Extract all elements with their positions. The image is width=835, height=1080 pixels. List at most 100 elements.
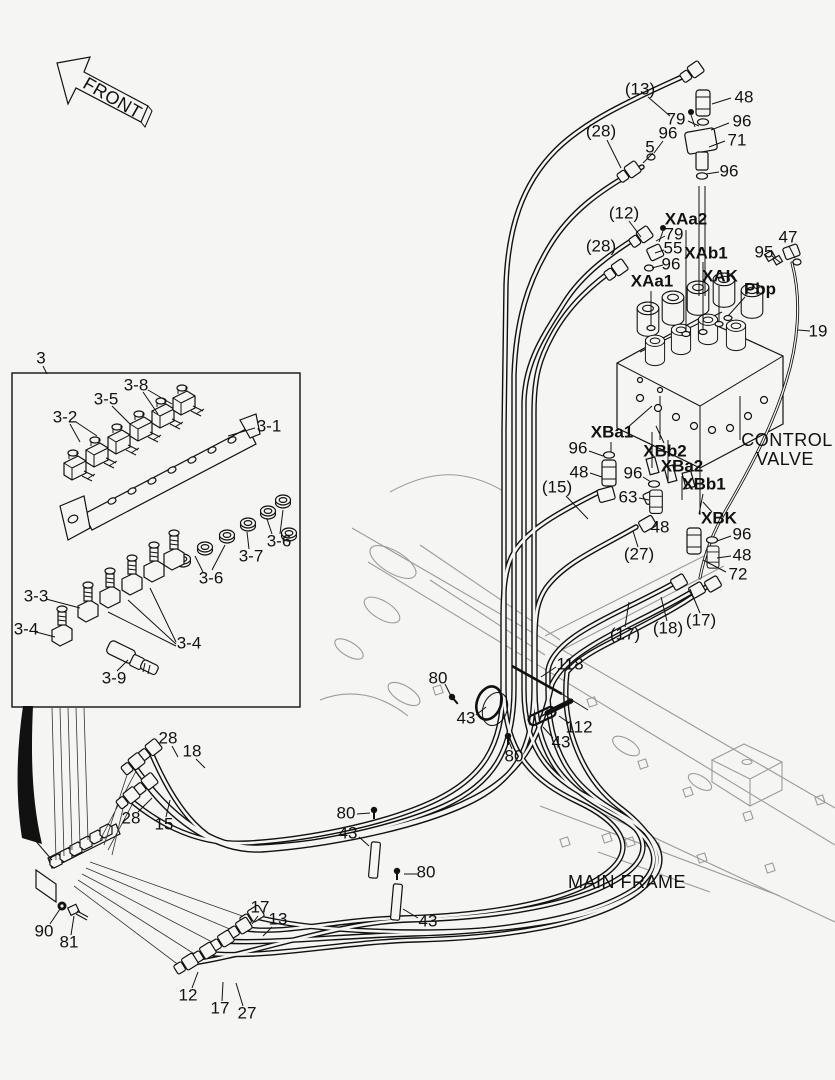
front-direction-arrow (56, 56, 153, 128)
part-label-71: 71 (728, 130, 747, 149)
cable-tie-118 (511, 664, 563, 696)
part-label-xbb1: XBb1 (682, 474, 725, 493)
part-label-28: (28) (586, 121, 616, 140)
part-label-3-7: 3-7 (239, 546, 264, 565)
part-label-12: (12) (609, 203, 639, 222)
part-label-28: (28) (586, 236, 616, 255)
part-label-15: (15) (542, 477, 572, 496)
part-label-48: 48 (735, 87, 754, 106)
part-label-xaa1: XAa1 (631, 271, 674, 290)
bar-clamp-43 (390, 883, 403, 921)
part-label-control: CONTROL (741, 430, 833, 450)
part-label-47: 47 (779, 227, 798, 246)
hose-17b-core (202, 582, 712, 956)
part-label-43: 43 (552, 732, 571, 751)
part-label-main-frame: MAIN FRAME (568, 872, 686, 892)
part-label-96: 96 (624, 463, 643, 482)
cab-edge-wedge (17, 706, 42, 844)
part-label-15: 15 (155, 814, 174, 833)
clamps-layer (368, 664, 589, 921)
part-label-80: 80 (505, 746, 524, 765)
valve-face-ports (635, 376, 769, 435)
inset-part-3-9 (106, 640, 159, 676)
frame-mount-bracket (710, 743, 784, 807)
hose-28b-core (144, 262, 623, 852)
part-label-19: 19 (809, 321, 828, 340)
part-label-55: 55 (664, 238, 683, 257)
part-label-18: 18 (183, 741, 202, 760)
part-label-27: 27 (238, 1003, 257, 1022)
part-label-63: 63 (619, 487, 638, 506)
part-label-28: 28 (159, 728, 178, 747)
hose-15-core (126, 490, 601, 845)
part-label-pbp: Pbp (744, 279, 776, 298)
part-label-79: 79 (665, 224, 684, 243)
part-label-90: 90 (35, 921, 54, 940)
part-label-79: 79 (667, 109, 686, 128)
part-label-112: 112 (565, 717, 592, 736)
part-label-48: 48 (651, 517, 670, 536)
part-label-valve: VALVE (756, 449, 814, 469)
part-label-17: (17) (610, 624, 640, 643)
part-label-xba2: XBa2 (661, 456, 704, 475)
reference-lines (51, 707, 249, 967)
part-label-3-8: 3-8 (124, 375, 149, 394)
part-label-96: 96 (733, 111, 752, 130)
part-label-18: (18) (653, 618, 683, 637)
part-label-96: 96 (659, 123, 678, 142)
part-label-3: 3 (25, 820, 34, 839)
inset-detail-box (11, 372, 301, 708)
part-label-80: 80 (337, 803, 356, 822)
part-label-96: 96 (569, 438, 588, 457)
part-label-front: FRONT (80, 73, 146, 123)
hose-12 (183, 228, 650, 967)
part-label-3-4: 3-4 (177, 633, 202, 652)
part-label-48: 48 (733, 545, 752, 564)
port-reference-lines (610, 186, 746, 515)
bolt-80 (446, 691, 462, 707)
part-label-3-4: 3-4 (14, 619, 39, 638)
bar-clamp-43 (368, 841, 381, 879)
part-label-xbk: XBK (701, 508, 738, 527)
part-label-17: 17 (251, 897, 270, 916)
installed-manifold (35, 823, 121, 921)
part-label-96: 96 (733, 524, 752, 543)
bolt-81 (66, 903, 89, 921)
part-label-43: 43 (419, 911, 438, 930)
part-label-3-6: 3-6 (199, 568, 224, 587)
part-label-13: (13) (625, 79, 655, 98)
part-label-xab1: XAb1 (684, 243, 727, 262)
hose-18-core (131, 588, 697, 849)
bolt-80 (392, 866, 402, 881)
part-label-28: 28 (122, 808, 141, 827)
part-label-13: 13 (269, 909, 288, 928)
part-label-3-1: 3-1 (257, 416, 282, 435)
part-label-xba1: XBa1 (591, 422, 634, 441)
part-label-43: 43 (339, 823, 358, 842)
washer-90 (57, 901, 67, 911)
part-label-12: 12 (179, 985, 198, 1004)
part-label-3-5: 3-5 (94, 389, 119, 408)
bolt-80 (369, 805, 379, 820)
leader-lines (33, 96, 811, 1007)
fittings-layer (113, 59, 802, 977)
part-label-17: (17) (686, 610, 716, 629)
inset-bracket-3-1 (59, 413, 261, 541)
part-label-xak: XAK (702, 266, 739, 285)
part-label-3-2: 3-2 (53, 407, 78, 426)
inset-elbow-fittings (51, 529, 185, 647)
part-label-17: 17 (211, 998, 230, 1017)
part-label-5: 5 (645, 137, 654, 156)
main-frame-drawing (319, 474, 835, 923)
hose-27-core (220, 525, 655, 943)
part-label-96: 96 (662, 254, 681, 273)
part-label-3-6: 3-6 (267, 531, 292, 550)
part-label-xaa2: XAa2 (665, 209, 708, 228)
hose-12-core (184, 229, 649, 966)
part-label-48: 48 (570, 462, 589, 481)
part-label-80: 80 (417, 862, 436, 881)
part-label-43: 43 (457, 708, 476, 727)
